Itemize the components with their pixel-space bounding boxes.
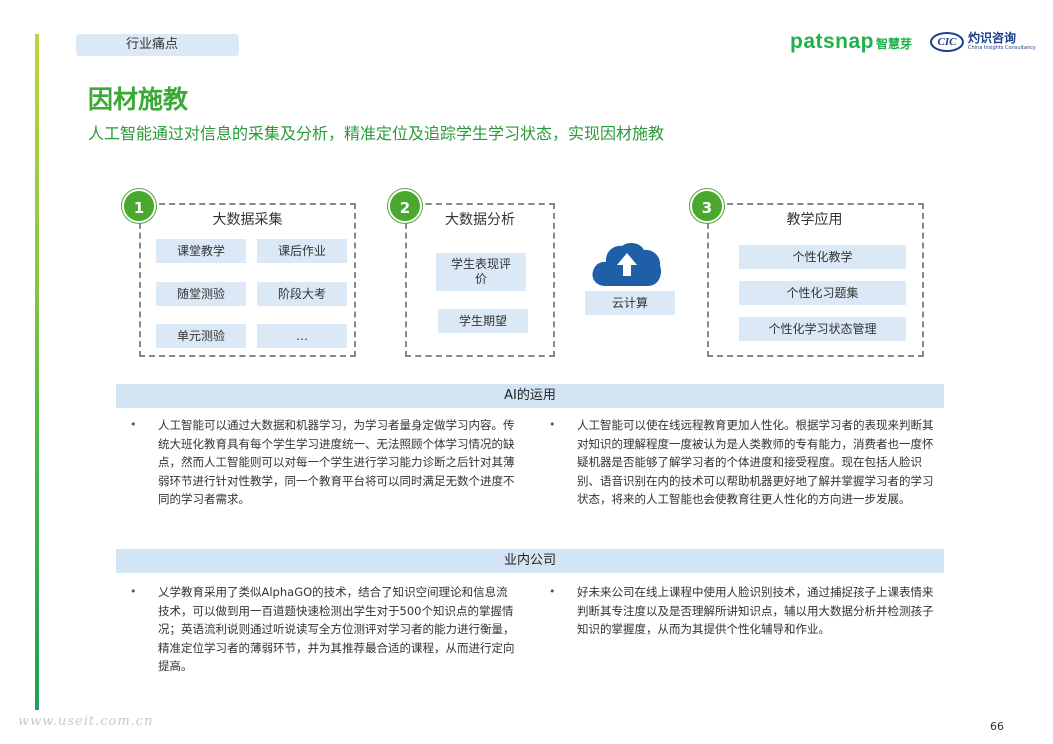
patsnap-logo-word: patsnap: [790, 30, 875, 53]
step1-item: …: [257, 324, 347, 348]
step1-title: 大数据采集: [212, 212, 283, 228]
bullet-marker: •: [549, 585, 556, 598]
watermark: www.useit.com.cn: [18, 714, 154, 729]
step2-item: 学生表现评价: [436, 253, 526, 291]
page-title: 因材施教: [88, 85, 189, 114]
ai-right-text: 人工智能可以使在线远程教育更加人性化。根据学习者的表现来判断其对知识的理解程度一…: [577, 418, 934, 506]
cic-logo: CIC 灼识咨询 China Insights Consultancy: [930, 32, 1036, 52]
step1-item: 课堂教学: [156, 239, 246, 263]
ai-section-heading: AI的运用: [116, 384, 944, 408]
step1-number: 1: [122, 189, 156, 223]
step1-item: 随堂测验: [156, 282, 246, 306]
ai-left-text: 人工智能可以通过大数据和机器学习，为学习者量身定做学习内容。传统大班化教育具有每…: [158, 418, 515, 506]
cloud-label: 云计算: [585, 291, 675, 315]
bullet-marker: •: [130, 418, 137, 431]
side-accent-bar: [35, 34, 39, 710]
company-right-text: 好未来公司在线上课程中使用人脸识别技术，通过捕捉孩子上课表情来判断其专注度以及是…: [577, 585, 934, 636]
company-left-paragraph: • 乂学教育采用了类似AlphaGO的技术，结合了知识空间理论和信息流技术，可以…: [130, 583, 516, 676]
company-left-text: 乂学教育采用了类似AlphaGO的技术，结合了知识空间理论和信息流技术，可以做到…: [158, 585, 515, 673]
step3-item: 个性化学习状态管理: [739, 317, 906, 341]
step2-number: 2: [388, 189, 422, 223]
patsnap-logo-cn: 智慧芽: [876, 37, 913, 51]
patsnap-logo: patsnap 智慧芽: [790, 30, 912, 60]
cic-logo-mark: CIC: [930, 32, 964, 52]
page-subtitle: 人工智能通过对信息的采集及分析，精准定位及追踪学生学习状态，实现因材施教: [88, 124, 665, 143]
step2-item: 学生期望: [438, 309, 528, 333]
cic-logo-cn: 灼识咨询: [968, 31, 1017, 45]
company-section-heading: 业内公司: [116, 549, 944, 573]
ai-right-paragraph: • 人工智能可以使在线远程教育更加人性化。根据学习者的表现来判断其对知识的理解程…: [549, 416, 942, 509]
page-number: 66: [990, 720, 1004, 733]
step3-item: 个性化习题集: [739, 281, 906, 305]
step1-item: 课后作业: [257, 239, 347, 263]
cic-logo-en: China Insights Consultancy: [968, 45, 1036, 51]
step3-number: 3: [690, 189, 724, 223]
step1-item: 阶段大考: [257, 282, 347, 306]
section-tag: 行业痛点: [76, 34, 239, 56]
company-right-paragraph: • 好未来公司在线上课程中使用人脸识别技术，通过捕捉孩子上课表情来判断其专注度以…: [549, 583, 942, 639]
step1-item: 单元测验: [156, 324, 246, 348]
step3-title: 教学应用: [786, 212, 843, 228]
ai-left-paragraph: • 人工智能可以通过大数据和机器学习，为学习者量身定做学习内容。传统大班化教育具…: [130, 416, 516, 509]
step2-title: 大数据分析: [445, 212, 515, 228]
bullet-marker: •: [549, 418, 556, 431]
cloud-upload-icon: [590, 240, 664, 288]
bullet-marker: •: [130, 585, 137, 598]
step3-item: 个性化教学: [739, 245, 906, 269]
